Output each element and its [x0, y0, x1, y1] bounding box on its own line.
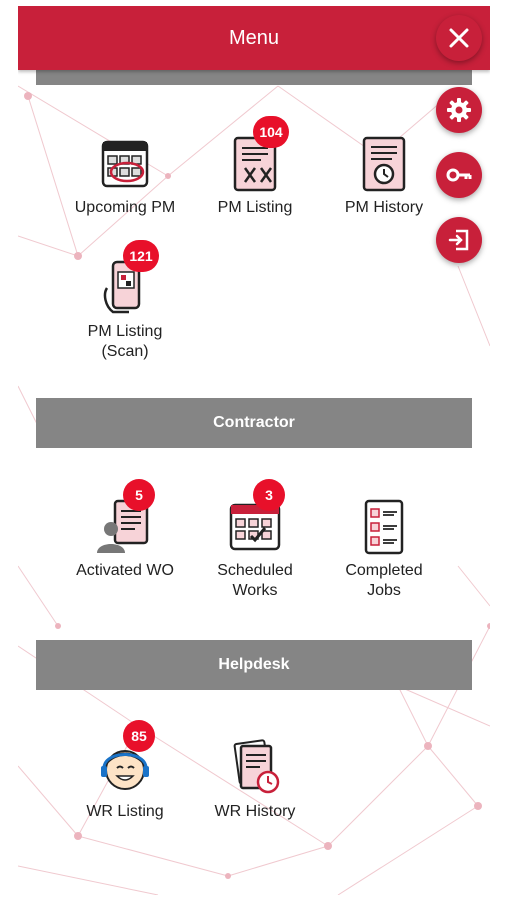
calendar-icon	[101, 140, 149, 188]
checklist-icon	[364, 499, 404, 555]
tile-label: Scheduled Works	[187, 561, 323, 601]
tile-label-line2: (Scan)	[101, 343, 149, 360]
page-title: Menu	[228, 26, 280, 49]
tile-label-line1: Completed	[345, 562, 423, 579]
section-header-helpdesk: Helpdesk	[36, 640, 472, 690]
maintenance-checklist-icon	[233, 136, 277, 192]
section-title: Helpdesk	[218, 656, 290, 673]
section-header-pm	[36, 70, 472, 85]
tile-label-line2: Works	[232, 582, 278, 599]
tile-label-line1: Scheduled	[217, 562, 293, 579]
helpdesk-agent-icon	[101, 750, 149, 790]
tile-pm-listing-scan[interactable]: 121 PM Listing (Scan)	[57, 240, 193, 362]
tile-completed-jobs[interactable]: Completed Jobs	[316, 497, 452, 601]
notification-badge: 5	[123, 479, 155, 511]
tile-pm-listing[interactable]: 104 PM Listing	[187, 116, 323, 218]
settings-button[interactable]	[436, 87, 482, 133]
tile-scheduled-works[interactable]: 3 Scheduled Works	[187, 479, 323, 601]
logout-button[interactable]	[436, 217, 482, 263]
phone-scan-icon	[103, 260, 141, 314]
key-icon	[446, 168, 472, 182]
tile-label: PM History	[344, 199, 424, 216]
section-title: Contractor	[213, 414, 295, 431]
tile-upcoming-pm[interactable]: Upcoming PM	[57, 134, 193, 218]
notification-badge: 104	[253, 116, 289, 148]
history-document-icon	[362, 136, 406, 192]
tile-pm-history[interactable]: PM History	[316, 134, 452, 218]
tile-label: Activated WO	[76, 562, 174, 579]
notification-badge: 121	[123, 240, 159, 272]
close-icon	[449, 28, 469, 48]
tile-label-line2: Jobs	[367, 582, 401, 599]
menu-screen: Menu	[18, 6, 490, 895]
tile-label-line1: PM Listing	[87, 323, 163, 340]
app-header: Menu	[18, 6, 490, 70]
tile-label: PM Listing	[217, 199, 293, 216]
notification-badge: 85	[123, 720, 155, 752]
section-header-contractor: Contractor	[36, 398, 472, 448]
gear-icon	[447, 98, 471, 122]
change-password-button[interactable]	[436, 152, 482, 198]
tile-label: PM Listing (Scan)	[57, 322, 193, 362]
tile-label: Upcoming PM	[74, 199, 176, 216]
tile-label: Completed Jobs	[316, 561, 452, 601]
scheduled-calendar-icon	[229, 503, 281, 551]
logout-icon	[448, 229, 469, 251]
work-order-icon	[97, 499, 149, 553]
close-button[interactable]	[436, 15, 482, 61]
tile-wr-listing[interactable]: 85 WR Listing	[57, 720, 193, 822]
tile-label: WR History	[214, 803, 296, 820]
tile-wr-history[interactable]: WR History	[187, 738, 323, 822]
tile-activated-wo[interactable]: 5 Activated WO	[57, 479, 193, 581]
request-history-icon	[233, 739, 280, 794]
notification-badge: 3	[253, 479, 285, 511]
tile-label: WR Listing	[86, 803, 164, 820]
